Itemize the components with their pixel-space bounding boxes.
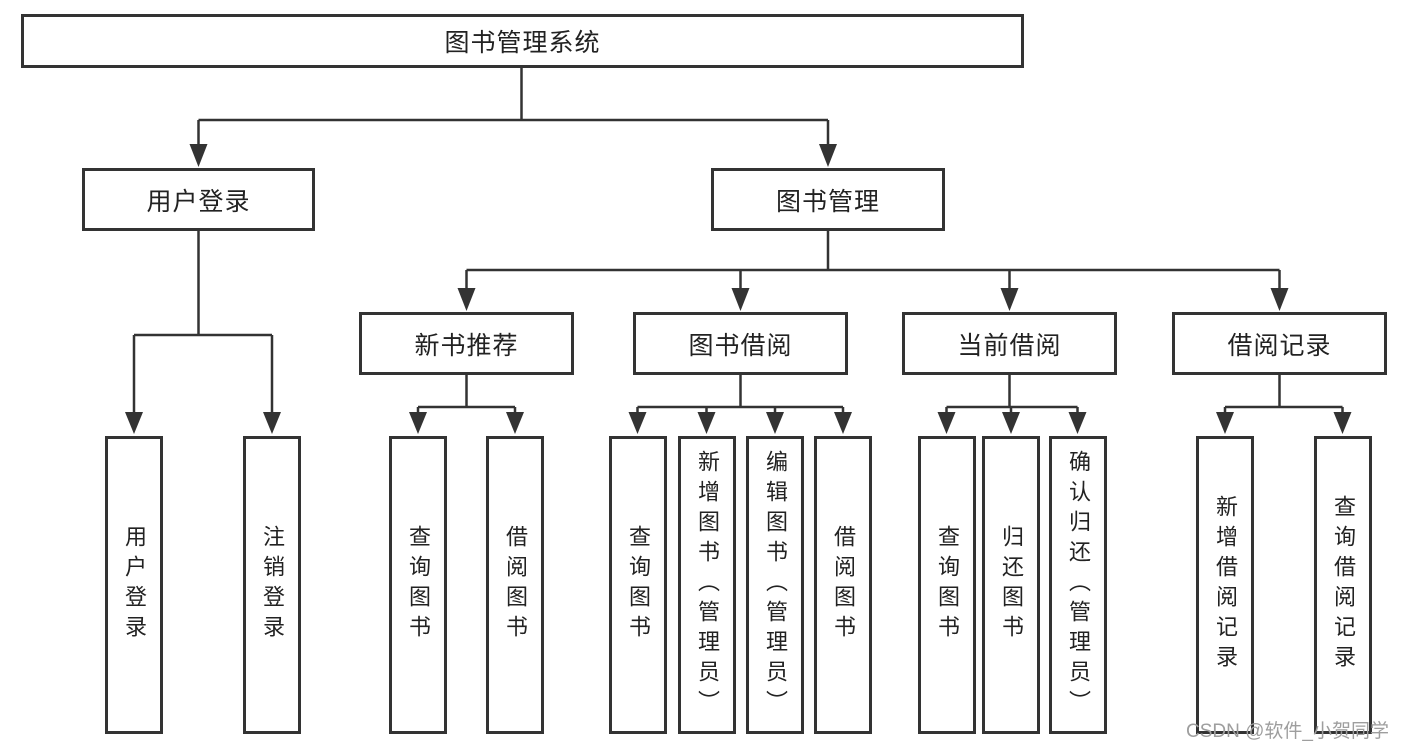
leaf-records-add-record: 新增借阅记录 <box>1196 436 1254 734</box>
leaf-current-confirm-return-admin: 确认归还（管理员） <box>1049 436 1107 734</box>
arrowhead <box>457 288 476 311</box>
arrowhead <box>937 412 956 434</box>
arrowhead <box>506 412 524 434</box>
leaf-records-query-record: 查询借阅记录 <box>1314 436 1372 734</box>
arrowhead <box>1333 412 1352 434</box>
leaf-borrowing-query-book: 查询图书 <box>609 436 667 734</box>
node-book-management: 图书管理 <box>711 168 945 231</box>
arrowhead <box>1216 412 1234 434</box>
arrowhead <box>263 412 281 434</box>
leaf-user-login: 用户登录 <box>105 436 163 734</box>
leaf-logout: 注销登录 <box>243 436 301 734</box>
arrowhead <box>697 412 716 434</box>
node-borrow-records: 借阅记录 <box>1172 312 1387 375</box>
leaf-borrowing-add-book-admin: 新增图书（管理员） <box>678 436 736 734</box>
node-library-system: 图书管理系统 <box>21 14 1024 68</box>
arrowhead <box>1002 412 1020 434</box>
arrowhead <box>1000 288 1019 311</box>
leaf-current-return-book: 归还图书 <box>982 436 1040 734</box>
arrowhead <box>766 412 784 434</box>
arrowhead <box>409 412 427 434</box>
leaf-borrowing-edit-book-admin: 编辑图书（管理员） <box>746 436 804 734</box>
arrowhead <box>125 412 143 434</box>
csdn-watermark: CSDN @软件_小贺同学 <box>1186 721 1389 742</box>
leaf-recommend-query-book: 查询图书 <box>389 436 447 734</box>
node-user-login-group: 用户登录 <box>82 168 315 231</box>
node-book-borrowing: 图书借阅 <box>633 312 848 375</box>
leaf-recommend-borrow-book: 借阅图书 <box>486 436 544 734</box>
arrowhead <box>1068 412 1087 434</box>
arrowhead <box>1270 288 1289 311</box>
arrowhead <box>834 412 852 434</box>
leaf-borrowing-borrow-book: 借阅图书 <box>814 436 872 734</box>
arrowhead <box>731 288 750 311</box>
arrowhead <box>628 412 647 434</box>
arrowhead <box>189 144 208 167</box>
arrowhead <box>819 144 837 167</box>
node-current-borrowing: 当前借阅 <box>902 312 1117 375</box>
leaf-current-query-book: 查询图书 <box>918 436 976 734</box>
node-new-book-recommend: 新书推荐 <box>359 312 574 375</box>
